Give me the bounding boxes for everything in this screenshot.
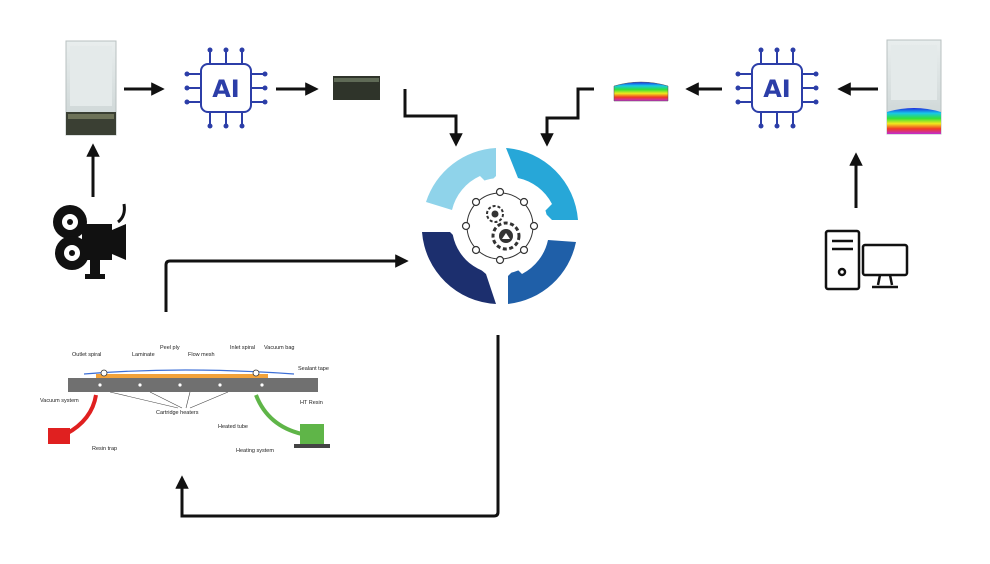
label-resin-trap: Resin trap [92,446,117,452]
label-cartridge-heaters: Cartridge heaters [156,410,199,416]
optimization-cycle-icon [422,148,578,304]
computer-icon [824,229,909,291]
label-laminate: Laminate [132,352,155,358]
arrow-cycle-to-process [175,335,500,518]
label-sealant-tape: Sealant tape [298,366,329,372]
ai-chip-right-icon [735,47,819,129]
label-flow-mesh: Flow mesh [188,352,215,358]
flow-arrows [86,82,878,518]
mold-photo-left [65,40,117,136]
label-vacuum-bag: Vacuum bag [264,345,294,351]
vartm-process-schematic: Outlet spiral Laminate Peel ply Flow mes… [40,345,330,454]
ai-chip-left-icon [184,47,268,129]
arrow-process-to-cycle [164,254,409,312]
label-heating-system: Heating system [236,448,274,454]
label-outlet-spiral: Outlet spiral [72,352,101,358]
arrow-left-to-cycle [403,89,463,147]
label-heated-tube: Heated tube [218,424,248,430]
label-peel-ply: Peel ply [160,345,180,351]
ai-chip-right-label: AI [763,75,791,103]
label-inlet-spiral: Inlet spiral [230,345,255,351]
video-camera-icon [53,203,126,279]
flow-front-image-left [333,76,380,100]
mold-simulation-right [886,39,942,135]
gear-icon [486,205,521,251]
arrow-right-to-cycle [540,87,594,147]
flow-front-image-right [613,81,669,102]
label-ht-resin: HT Resin [300,400,323,406]
label-vacuum-system: Vacuum system [40,398,79,404]
ai-chip-left-label: AI [212,75,240,103]
